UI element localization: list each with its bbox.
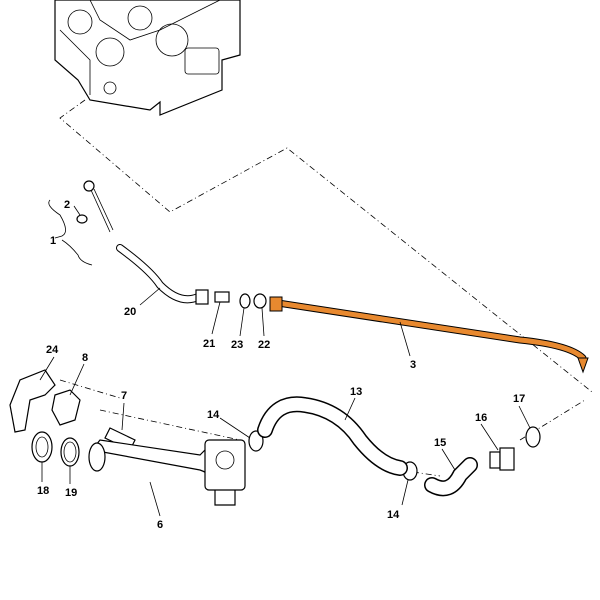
- nut-22: [253, 293, 267, 309]
- callout-6[interactable]: 6: [157, 519, 163, 531]
- callouts: 2 1 20 21 23 22 3 24 8 7 14 13 17 16 15 …: [37, 199, 525, 531]
- washer-17: [525, 426, 541, 448]
- engine-block: [54, 0, 241, 116]
- callout-23[interactable]: 23: [231, 339, 243, 351]
- leader-lines: [39, 205, 531, 517]
- clamp-8: [51, 389, 81, 426]
- elbow-pipe-6: [88, 439, 246, 506]
- pipe-3-highlighted[interactable]: [269, 296, 589, 374]
- callout-7[interactable]: 7: [121, 390, 127, 402]
- ring-18: [31, 431, 53, 463]
- nut-20: [195, 289, 209, 305]
- callout-1[interactable]: 1: [50, 235, 56, 247]
- callout-21[interactable]: 21: [203, 338, 215, 350]
- callout-8[interactable]: 8: [82, 352, 88, 364]
- callout-16[interactable]: 16: [475, 412, 487, 424]
- banjo-bolt: [83, 180, 114, 233]
- reference-line: [59, 379, 586, 477]
- fitting-16: [489, 447, 515, 471]
- callout-14[interactable]: 14: [207, 409, 220, 421]
- reference-line: [59, 99, 593, 393]
- callout-18[interactable]: 18: [37, 485, 49, 497]
- callout-17[interactable]: 17: [513, 393, 525, 405]
- callout-14[interactable]: 14: [387, 509, 400, 521]
- callout-13[interactable]: 13: [350, 386, 362, 398]
- adapter-21: [214, 291, 230, 303]
- washer-23: [239, 293, 251, 309]
- callout-3[interactable]: 3: [410, 359, 416, 371]
- seal-14a: [248, 430, 264, 452]
- callout-19[interactable]: 19: [65, 487, 77, 499]
- callout-20[interactable]: 20: [124, 306, 136, 318]
- bracket-24: [9, 369, 56, 433]
- callout-15[interactable]: 15: [434, 437, 446, 449]
- washer-2: [76, 214, 88, 224]
- callout-22[interactable]: 22: [258, 339, 270, 351]
- callout-24[interactable]: 24: [46, 344, 59, 356]
- bracket-1: [48, 199, 93, 266]
- callout-2[interactable]: 2: [64, 199, 70, 211]
